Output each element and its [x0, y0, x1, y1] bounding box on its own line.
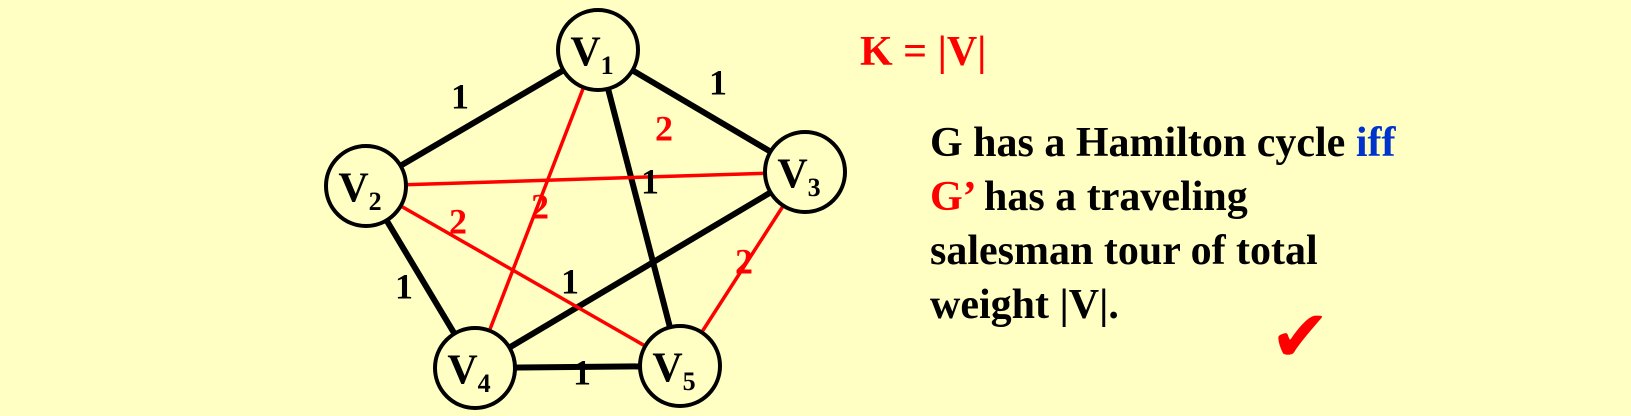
node-label: V5	[652, 346, 695, 396]
edge-weight-v1-v3: 1	[709, 62, 727, 102]
edge-weight-v1-v5: 1	[641, 161, 659, 201]
node-label: V1	[570, 30, 613, 80]
edge-weight-v3-v4: 1	[561, 261, 579, 301]
node-circle	[433, 326, 517, 410]
node-circle	[763, 130, 847, 214]
node-circle	[556, 8, 640, 92]
edge-v1-v4	[473, 49, 600, 369]
node-v3: V3	[763, 130, 847, 214]
node-circle	[638, 324, 722, 408]
check-mark-icon: ✔	[1270, 294, 1331, 378]
edge-weight-v4-v5: 1	[573, 352, 591, 392]
node-label: V3	[777, 152, 820, 202]
node-v4: V4	[433, 326, 517, 410]
statement-text: G has a Hamilton cycle	[930, 120, 1356, 166]
statement-line-1: G has a Hamilton cycle iff	[930, 116, 1490, 170]
edge-weight-v2-v4: 1	[395, 266, 413, 306]
edge-weight-v2-v5: 2	[449, 201, 467, 241]
edge-weight-v3-v5: 2	[735, 241, 753, 281]
node-v5: V5	[638, 324, 722, 408]
node-v1: V1	[556, 8, 640, 92]
edge-weight-v2-v3: 2	[655, 108, 673, 148]
k-label: K = |V|	[860, 29, 987, 75]
edge-v1-v2	[364, 47, 600, 189]
edge-v3-v4	[473, 169, 807, 371]
edge-v2-v3	[365, 170, 806, 188]
edge-weight-v1-v4: 2	[531, 186, 549, 226]
statement-line-3: salesman tour of total	[930, 228, 1318, 274]
edges-layer	[363, 47, 807, 371]
edge-v1-v5	[595, 49, 683, 367]
statement: G has a Hamilton cycle iff G’ has a trav…	[930, 116, 1490, 332]
statement-line-2: G’ has a traveling	[930, 170, 1490, 224]
g-prime-text: G’	[930, 174, 974, 220]
edge-weight-v1-v2: 1	[451, 76, 469, 116]
statement-text: has a traveling	[973, 174, 1248, 220]
node-circle	[324, 144, 408, 228]
statement-line-4: weight |V|.	[930, 282, 1119, 328]
edge-v2-v5	[365, 184, 681, 368]
iff-text: iff	[1355, 120, 1396, 166]
node-v2: V2	[324, 144, 408, 228]
